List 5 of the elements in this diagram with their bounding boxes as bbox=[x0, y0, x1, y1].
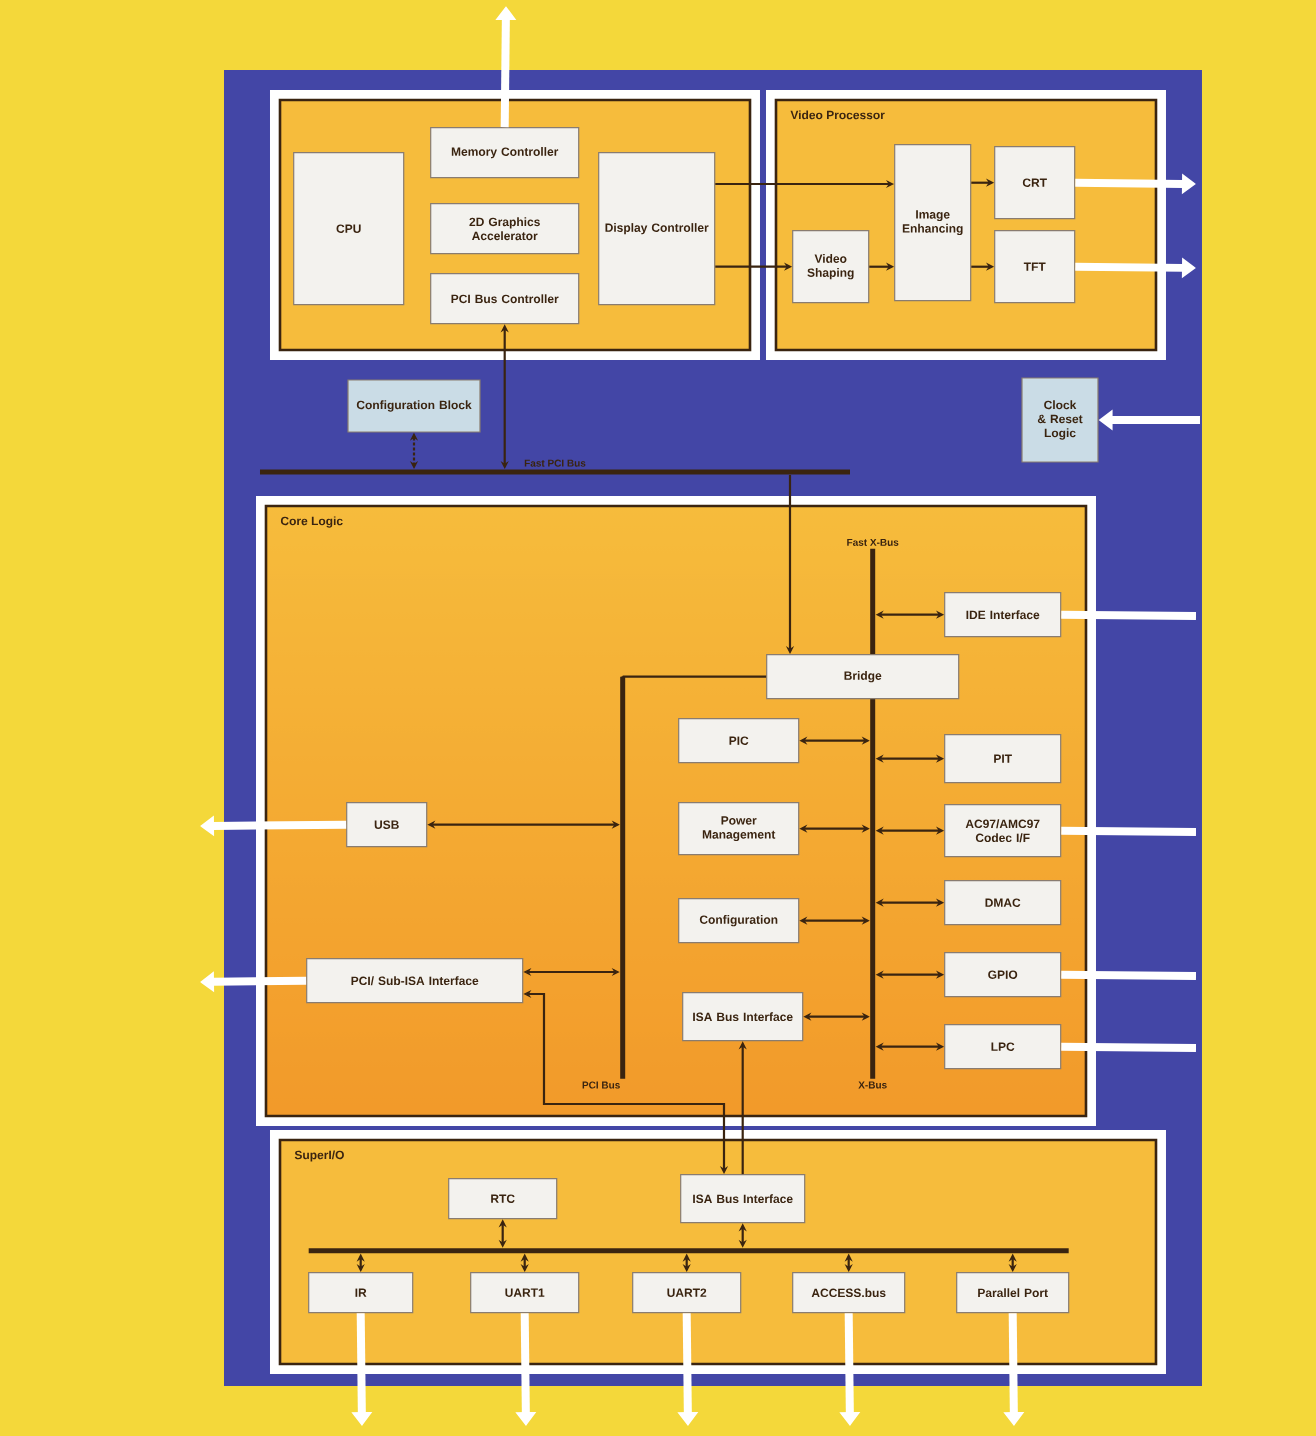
io-line bbox=[1061, 1042, 1197, 1052]
io-line bbox=[1061, 610, 1197, 620]
io-line bbox=[1061, 970, 1197, 980]
connector-line bbox=[621, 675, 767, 678]
io-line bbox=[1061, 826, 1197, 836]
